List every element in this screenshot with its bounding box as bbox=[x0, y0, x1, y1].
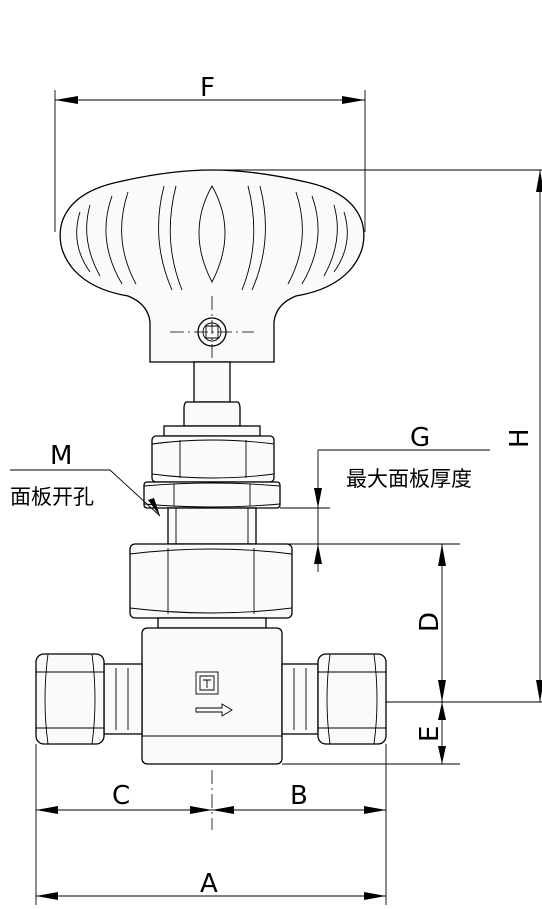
valve-stem bbox=[163, 361, 261, 437]
dimension-D: D bbox=[415, 544, 446, 702]
dimension-H: H bbox=[212, 169, 542, 703]
dimension-C-label: C bbox=[112, 781, 130, 811]
brand-logo bbox=[195, 671, 219, 695]
dimension-A-label: A bbox=[200, 869, 218, 899]
threaded-shank bbox=[167, 507, 257, 545]
dimension-H-label: H bbox=[505, 428, 535, 448]
dimension-B-C: C B bbox=[35, 744, 387, 905]
flow-direction-arrow bbox=[195, 703, 233, 717]
dimension-A: A bbox=[36, 869, 386, 900]
valve-handle bbox=[59, 169, 365, 366]
dimension-G: G 最大面板厚度 bbox=[280, 423, 490, 572]
dimension-G-label: G bbox=[410, 423, 430, 453]
valve-body bbox=[141, 627, 283, 765]
panel-hole-label: 面板开孔 bbox=[10, 485, 94, 509]
dimension-F: F bbox=[54, 73, 366, 232]
panel-nut bbox=[143, 481, 281, 509]
left-compression-fitting bbox=[35, 653, 143, 745]
dimension-F-label: F bbox=[200, 73, 215, 103]
max-panel-thickness-label: 最大面板厚度 bbox=[346, 467, 472, 491]
bonnet-nut-upper bbox=[151, 435, 275, 483]
body-nut bbox=[129, 543, 293, 629]
dimension-M-label: M bbox=[50, 441, 72, 471]
dimension-B-label: B bbox=[290, 781, 308, 811]
dimension-D-label: D bbox=[415, 612, 445, 632]
right-compression-fitting bbox=[281, 653, 387, 745]
dimension-E-label: E bbox=[415, 726, 445, 742]
dimension-E: E bbox=[282, 702, 460, 765]
dimension-M: M 面板开孔 bbox=[10, 441, 161, 517]
